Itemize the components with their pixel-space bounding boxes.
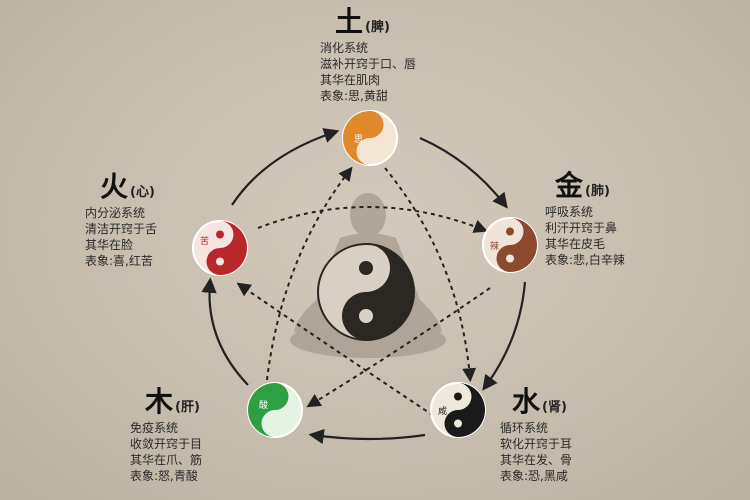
generating-cycle-arrows xyxy=(201,128,527,445)
arrow-fire-to-earth xyxy=(231,128,340,206)
water-line-2: 软化开窍于耳 xyxy=(500,437,573,451)
arrow-fire-to-metal xyxy=(257,206,488,233)
metal-line-2: 利汗开窍于鼻 xyxy=(545,221,618,235)
wood-label: 木 (肝) 免疫系统 收敛开窍于目 其华在爪、筋 表象:怒,青酸 xyxy=(130,388,202,484)
fire-title: 火 (心) xyxy=(100,173,157,201)
metal-line-4: 表象:悲,白辛辣 xyxy=(545,253,625,267)
restraining-cycle-arrows xyxy=(236,166,491,421)
yin-yang-water: 咸 xyxy=(430,382,486,438)
earth-label: 土 (脾) 消化系统 滋补开窍于口、唇 其华在肌肉 表象:思,黄甜 xyxy=(320,8,416,104)
water-line-4: 表象:恐,黑咸 xyxy=(500,469,568,483)
water-line-1: 循环系统 xyxy=(500,421,549,435)
wood-char: 木 xyxy=(145,385,174,418)
earth-line-3: 其华在肌肉 xyxy=(320,73,381,87)
arrow-metal-to-wood xyxy=(306,287,491,408)
fire-line-4: 表象:喜,红苦 xyxy=(85,254,153,268)
wood-description: 免疫系统 收敛开窍于目 其华在爪、筋 表象:怒,青酸 xyxy=(130,420,202,484)
fire-line-2: 清洁开窍于舌 xyxy=(85,222,158,236)
yin-yang-metal: 辣 xyxy=(482,217,538,273)
water-symbol: 咸 xyxy=(438,405,447,417)
water-label: 水 (肾) 循环系统 软化开窍于耳 其华在发、骨 表象:恐,黑咸 xyxy=(500,388,572,484)
yin-yang-earth: 思 xyxy=(342,110,398,166)
arrow-metal-to-water xyxy=(482,281,527,391)
arrow-earth-to-metal xyxy=(419,136,508,209)
arrow-wood-to-fire xyxy=(201,277,249,386)
yin-yang-wood: 酸 xyxy=(247,382,303,438)
earth-line-1: 消化系统 xyxy=(320,41,369,55)
water-description: 循环系统 软化开窍于耳 其华在发、骨 表象:恐,黑咸 xyxy=(500,420,572,484)
metal-label: 金 (肺) 呼吸系统 利汗开窍于鼻 其华在皮毛 表象:悲,白辛辣 xyxy=(545,172,625,268)
metal-description: 呼吸系统 利汗开窍于鼻 其华在皮毛 表象:悲,白辛辣 xyxy=(545,204,625,268)
water-line-3: 其华在发、骨 xyxy=(500,453,573,467)
fire-line-1: 内分泌系统 xyxy=(85,206,146,220)
earth-char: 土 xyxy=(335,5,364,38)
earth-line-2: 滋补开窍于口、唇 xyxy=(320,57,417,71)
wood-title: 木 (肝) xyxy=(145,388,202,416)
earth-title: 土 (脾) xyxy=(335,8,416,36)
arrow-water-to-wood xyxy=(308,428,426,445)
fire-symbol: 苦 xyxy=(200,235,209,247)
fire-line-3: 其华在脸 xyxy=(85,238,134,252)
arrow-wood-to-earth xyxy=(265,166,353,389)
fire-label: 火 (心) 内分泌系统 清洁开窍于舌 其华在脸 表象:喜,红苦 xyxy=(85,173,157,269)
water-organ: (肾) xyxy=(542,400,567,415)
wood-symbol: 酸 xyxy=(259,400,268,411)
fire-description: 内分泌系统 清洁开窍于舌 其华在脸 表象:喜,红苦 xyxy=(85,205,157,269)
earth-description: 消化系统 滋补开窍于口、唇 其华在肌肉 表象:思,黄甜 xyxy=(320,40,416,104)
arrow-water-to-fire xyxy=(236,282,441,421)
center-yin-yang xyxy=(317,243,415,341)
water-char: 水 xyxy=(512,385,541,418)
metal-line-1: 呼吸系统 xyxy=(545,205,594,219)
metal-line-3: 其华在皮毛 xyxy=(545,237,606,251)
metal-organ: (肺) xyxy=(585,184,610,199)
fire-char: 火 xyxy=(100,170,129,203)
wood-organ: (肝) xyxy=(175,400,200,415)
arrow-earth-to-water xyxy=(384,167,477,383)
metal-symbol: 辣 xyxy=(490,240,499,252)
earth-organ: (脾) xyxy=(365,20,390,35)
wood-line-4: 表象:怒,青酸 xyxy=(130,469,198,483)
wood-line-2: 收敛开窍于目 xyxy=(130,437,203,451)
yin-yang-fire: 苦 xyxy=(192,220,248,276)
water-title: 水 (肾) xyxy=(512,388,572,416)
earth-symbol: 思 xyxy=(354,134,363,145)
fire-organ: (心) xyxy=(130,185,155,200)
metal-title: 金 (肺) xyxy=(555,172,625,200)
metal-char: 金 xyxy=(555,169,584,202)
earth-line-4: 表象:思,黄甜 xyxy=(320,89,388,103)
wood-line-3: 其华在爪、筋 xyxy=(130,453,203,467)
wood-line-1: 免疫系统 xyxy=(130,421,179,435)
